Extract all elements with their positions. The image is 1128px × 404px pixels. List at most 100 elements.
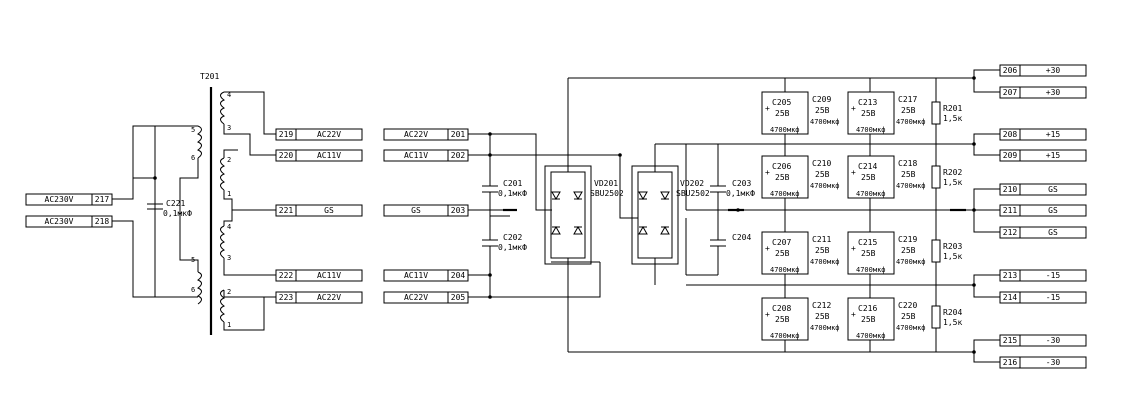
vd202-ref: VD202 (680, 179, 704, 188)
cap-value: 4700мкф (856, 332, 886, 340)
output-num: 208 (1003, 130, 1018, 139)
r201-ref: R201 (943, 104, 962, 113)
polarity-plus: + (851, 244, 856, 253)
vd202-part: SBU2502 (676, 189, 710, 198)
connector-num: 222 (279, 271, 294, 280)
c201-ref: C201 (503, 179, 522, 188)
cap-block (847, 297, 895, 341)
mains-input: AC230V 217 AC230V 218 C221 0,1мкФ (25, 125, 198, 298)
cap-value: 4700мкф (896, 118, 926, 126)
output-num: 216 (1003, 358, 1018, 367)
r203-value: 1,5к (943, 252, 962, 261)
output-label: +15 (1046, 151, 1061, 160)
filter-cap-network (784, 78, 941, 352)
pin-label: 2 (227, 288, 231, 296)
c221-ref: C221 (166, 199, 185, 208)
polarity-plus: + (765, 168, 770, 177)
connector-221: 221 GS (275, 204, 363, 217)
output-num: 210 (1003, 185, 1018, 194)
junction (618, 153, 622, 157)
output-num: 211 (1003, 206, 1018, 215)
connector-num: 220 (279, 151, 294, 160)
r202-ref: R202 (943, 168, 962, 177)
cap-block (847, 91, 895, 135)
connector-201: AC22V 201 (383, 128, 469, 141)
pin-label: 2 (227, 156, 231, 164)
connector-label: AC11V (404, 151, 428, 160)
rectifier-wiring (468, 132, 620, 299)
output-label: GS (1048, 228, 1058, 237)
c204-ref: C204 (732, 233, 751, 242)
r203-ref: R203 (943, 242, 962, 251)
cap-ref: C205 (772, 98, 791, 107)
output-label: -30 (1046, 336, 1061, 345)
c221-symbol (147, 126, 163, 297)
polarity-plus: + (851, 168, 856, 177)
connector-203: GS 203 (383, 204, 469, 217)
connector-label: AC11V (404, 271, 428, 280)
cap-voltage: 25B (901, 170, 916, 179)
cap-block (761, 91, 809, 135)
output-num: 209 (1003, 151, 1018, 160)
transformer-t201: T201 5 6 5 6 4 3 2 1 4 3 2 1 (179, 72, 276, 335)
connector-label: AC22V (317, 293, 341, 302)
cap-ref: C208 (772, 304, 791, 313)
cap-ref: C210 (812, 159, 831, 168)
pin-label: 6 (191, 154, 195, 162)
bridge-vd202: VD202 SBU2502 (631, 144, 710, 285)
connector-204: AC11V 204 (383, 269, 469, 282)
connector-label: AC11V (317, 271, 341, 280)
connector-label: AC22V (317, 130, 341, 139)
output-label: -15 (1046, 271, 1061, 280)
rectifier-input-connectors: AC22V 201 AC11V 202 GS 203 AC11V 204 AC2… (383, 128, 469, 304)
cap-value: 4700мкф (856, 266, 886, 274)
c201-value: 0,1мкФ (498, 189, 527, 198)
output-label: +15 (1046, 130, 1061, 139)
pin-label: 3 (227, 254, 231, 262)
r203-body (931, 239, 941, 263)
secondary-wiring (223, 91, 276, 331)
cap-ref: C218 (898, 159, 917, 168)
cap-ref: C207 (772, 238, 791, 247)
input-wiring (112, 125, 198, 298)
cap-ref: C217 (898, 95, 917, 104)
cap-value: 4700мкф (896, 258, 926, 266)
output-label-box (1019, 149, 1087, 162)
vd201-part: SBU2502 (590, 189, 624, 198)
output-label-box (1019, 226, 1087, 239)
output-num: 212 (1003, 228, 1018, 237)
connector-label: GS (411, 206, 421, 215)
output-label: +30 (1046, 66, 1061, 75)
r204-value: 1,5к (943, 318, 962, 327)
output-label: GS (1048, 185, 1058, 194)
connector-218-num: 218 (95, 217, 110, 226)
pin-label: 4 (227, 91, 231, 99)
connector-num: 219 (279, 130, 294, 139)
cap-voltage: 25B (815, 246, 830, 255)
output-label: GS (1048, 206, 1058, 215)
pin-label: 1 (227, 321, 231, 329)
cap-voltage: 25B (861, 109, 876, 118)
cap-ref: C209 (812, 95, 831, 104)
polarity-plus: + (851, 310, 856, 319)
pin-label: 4 (227, 223, 231, 231)
cap-voltage: 25B (901, 106, 916, 115)
cap-block (847, 231, 895, 275)
connector-223: 223 AC22V (275, 291, 363, 304)
t201-ref: T201 (200, 72, 219, 81)
connector-num: 201 (451, 130, 466, 139)
cap-voltage: 25B (775, 173, 790, 182)
c202-value: 0,1мкФ (498, 243, 527, 252)
connector-217-num: 217 (95, 195, 110, 204)
output-label-box (1019, 86, 1087, 99)
rails (568, 69, 1000, 363)
connector-217-label: AC230V (45, 195, 74, 204)
connector-202: AC11V 202 (383, 149, 469, 162)
r204-body (931, 305, 941, 329)
connector-label: GS (324, 206, 334, 215)
cap-value: 4700мкф (810, 324, 840, 332)
output-label-box (1019, 64, 1087, 77)
cap-block (761, 155, 809, 199)
output-num: 207 (1003, 88, 1018, 97)
trafo-output-connectors: 219 AC22V 220 AC11V 221 GS 222 AC11V 223… (275, 128, 363, 304)
